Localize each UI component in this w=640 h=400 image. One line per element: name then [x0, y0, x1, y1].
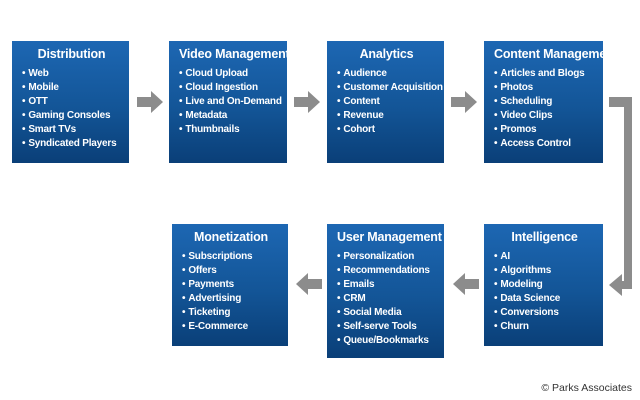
list-item: Cohort: [337, 123, 436, 137]
list-item: Subscriptions: [182, 250, 280, 264]
list-item: Metadata: [179, 109, 279, 123]
item-list: Audience Customer Acquisition Content Re…: [337, 67, 443, 137]
list-item: AI: [494, 250, 595, 264]
arrow-elbow-down-left-icon: [609, 97, 632, 296]
list-item: Modeling: [494, 278, 595, 292]
arrow-left-icon: [453, 273, 479, 295]
list-item: E-Commerce: [182, 320, 280, 334]
item-list: Web Mobile OTT Gaming Consoles Smart TVs…: [22, 67, 121, 151]
item-list: AI Algorithms Modeling Data Science Conv…: [494, 250, 595, 334]
list-item: Queue/Bookmarks: [337, 334, 436, 348]
list-item: Payments: [182, 278, 280, 292]
box-intelligence: Intelligence AI Algorithms Modeling Data…: [484, 224, 603, 346]
list-item: Articles and Blogs: [494, 67, 595, 81]
list-item: Cloud Upload: [179, 67, 279, 81]
box-title: Analytics: [359, 47, 414, 61]
list-item: Video Clips: [494, 109, 595, 123]
box-distribution: Distribution Web Mobile OTT Gaming Conso…: [12, 41, 129, 163]
list-item: Self-serve Tools: [337, 320, 436, 334]
list-item: Customer Acquisition: [337, 81, 443, 95]
box-title: Content Management: [494, 47, 618, 61]
list-item: Smart TVs: [22, 123, 121, 137]
arrow-right-icon: [294, 91, 320, 113]
item-list: Personalization Recommendations Emails C…: [337, 250, 436, 348]
list-item: Cloud Ingestion: [179, 81, 279, 95]
list-item: Audience: [337, 67, 436, 81]
list-item: OTT: [22, 95, 121, 109]
box-title: Intelligence: [511, 230, 578, 244]
list-item: Gaming Consoles: [22, 109, 121, 123]
list-item: Conversions: [494, 306, 595, 320]
box-title: Video Management: [179, 47, 290, 61]
list-item: Social Media: [337, 306, 436, 320]
box-title: User Management: [337, 230, 442, 244]
arrow-right-icon: [137, 91, 163, 113]
list-item: Offers: [182, 264, 280, 278]
list-item: CRM: [337, 292, 436, 306]
list-item: Thumbnails: [179, 123, 279, 137]
list-item: Photos: [494, 81, 595, 95]
item-list: Subscriptions Offers Payments Advertisin…: [182, 250, 280, 334]
list-item: Content: [337, 95, 436, 109]
list-item: Advertising: [182, 292, 280, 306]
list-item: Revenue: [337, 109, 436, 123]
box-video-management: Video Management Cloud Upload Cloud Inge…: [169, 41, 290, 163]
list-item: Web: [22, 67, 121, 81]
item-list: Cloud Upload Cloud Ingestion Live and On…: [179, 67, 282, 137]
box-user-management: User Management Personalization Recommen…: [327, 224, 444, 358]
list-item: Churn: [494, 320, 595, 334]
list-item: Syndicated Players: [22, 137, 121, 151]
list-item: Live and On-Demand: [179, 95, 282, 109]
box-title: Monetization: [194, 230, 268, 244]
arrow-left-icon: [296, 273, 322, 295]
list-item: Mobile: [22, 81, 121, 95]
item-list: Articles and Blogs Photos Scheduling Vid…: [494, 67, 595, 151]
list-item: Access Control: [494, 137, 595, 151]
box-content-management: Content Management Articles and Blogs Ph…: [484, 41, 618, 163]
copyright-notice: © Parks Associates: [541, 382, 632, 394]
list-item: Ticketing: [182, 306, 280, 320]
list-item: Promos: [494, 123, 595, 137]
box-monetization: Monetization Subscriptions Offers Paymen…: [172, 224, 288, 346]
box-analytics: Analytics Audience Customer Acquisition …: [327, 41, 444, 163]
box-title: Distribution: [37, 47, 106, 61]
list-item: Algorithms: [494, 264, 595, 278]
list-item: Data Science: [494, 292, 595, 306]
arrow-right-icon: [451, 91, 477, 113]
list-item: Personalization: [337, 250, 436, 264]
list-item: Emails: [337, 278, 436, 292]
list-item: Recommendations: [337, 264, 436, 278]
list-item: Scheduling: [494, 95, 595, 109]
